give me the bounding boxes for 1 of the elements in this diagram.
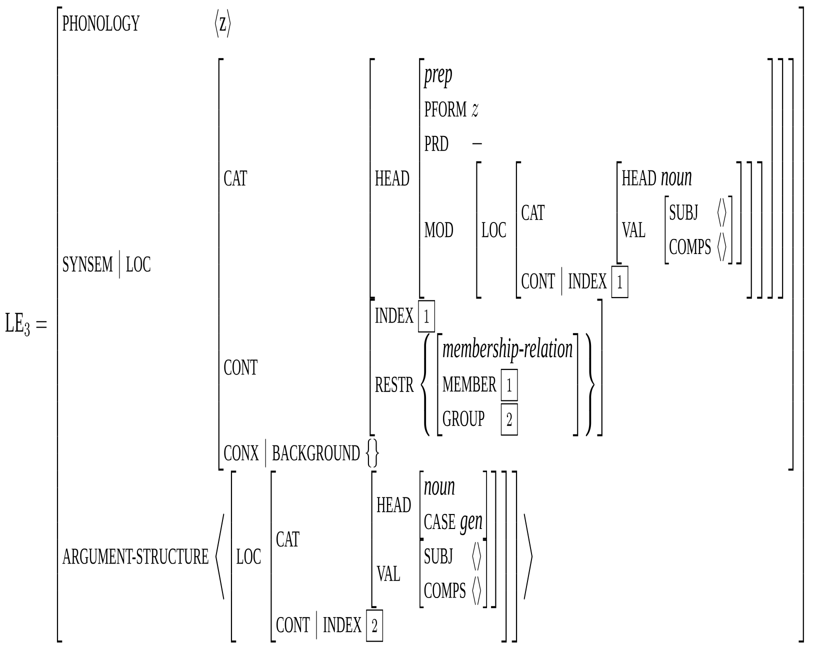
avm-formula: $\mathrm{LE}_3 = \left[\begin{array}{@{}l@{\;}l@{}} \text{\footnotesize PHONOLOGY} & \langle \mathrm{z} \rangle \\[6pt] \text{\footnotesize SYNSEM} \mid \text{\footnotesize LOC} & \left[\begin{array}{@{}l@{\;}l@{}} \text{\footnotesize CAT} & \left[\begin{array}{@{}l@{\;}l@{}} \text{\footnotesize HEAD} & \left[\begin{array}{@{}l@{\;}l@{}} \multicolumn{2}{@{}l@{}}{\textit{prep}} \\ \text{\footnotesize PFORM} & z \\ \text{\footnotesize PRD} & - \\ \text{\footnotesize MOD} & \left[\begin{array}{@{}l@{\;}l@{}} \text{\footnotesize LOC} & \left[\begin{array}{@{}l@{\;}l@{}} \text{\footnotesize CAT} & \left[\begin{array}{@{}l@{\;}l@{}} \text{\footnotesize HEAD} & \textit{noun} \\ \text{\footnotesize VAL} & \left[\begin{array}{@{}l@{\;}l@{}} \text{\footnotesize SUBJ} & \langle\rangle \\ \text{\footnotesize COMPS} & \langle\rangle \end{array}\right] \end{array}\right] \\ \text{\footnotesize CONT} \mid \text{\footnotesize INDEX} & \boxed{\scriptstyle 1} \end{array}\right] \end{array}\right] \end{array}\right] \end{array}\right] \\[4pt] \text{\footnotesize CONT} & \left[\begin{array}{@{}l@{\;}l@{}} \text{\footnotesize INDEX} & \boxed{\scriptstyle 1} \\ \text{\footnotesize RESTR} & \left\{ \left[\begin{array}{@{}l@{\;}l@{}} \multicolumn{2}{@{}l@{}}{\textit{membership-relation}} \\ \text{\footnotesize MEMBER} & \boxed{\scriptstyle 1} \\ \text{\footnotesize GROUP} & \boxed{\scriptstyle 2} \end{array}\right] \right\} \end{array}\right] \\[4pt] \text{\footnotesize CONX} \mid \text{\footnotesize BACKGROUND} & \{\} \end{array}\right] \\[6pt] \text{\footnotesize ARGUMENT-STRUCTURE} & \left\langle \left[\begin{array}{@{}l@{\;}l@{}} \text{\footnotesize LOC} & \left[\begin{array}{@{}l@{\;}l@{}} \text{\footnotesize CAT} & \left[\begin{array}{@{}l@{\;}l@{}} \text{\footnotesize HEAD} & \left[\begin{array}{@{}l@{}} \textit{noun} \\ \text{\footnotesize CASE}\; \textit{gen} \end{array}\right] \\ \text{\footnotesize VAL} & \left[\begin{array}{@{}l@{\;}l@{}} \text{\footnotesize SUBJ} & \langle\rangle \\ \text{\footnotesize COMPS} & \langle\rangle \end{array}\right] \end{array}\right] \\ \text{\footnotesize CONT} \mid \text{\footnotesize INDEX} & \boxed{\scriptstyle 2} \end{array}\right] \end{array}\right] \right\rangle \end{array}\right]$	[5, 6, 804, 642]
